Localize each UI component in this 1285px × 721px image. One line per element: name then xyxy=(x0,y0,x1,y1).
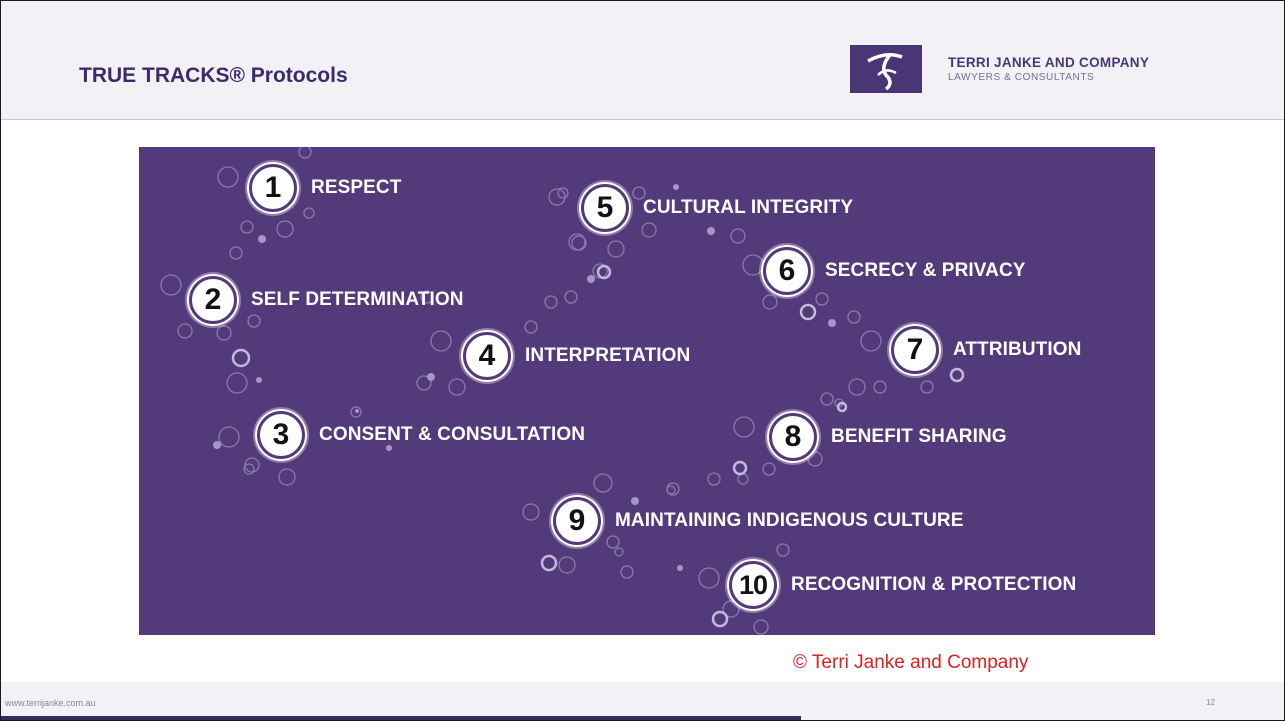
company-tagline: LAWYERS & CONSULTANTS xyxy=(948,72,1095,83)
footer-website-link[interactable]: www.terrijanke.com.au xyxy=(5,698,96,708)
page-number: 12 xyxy=(1206,698,1215,707)
protocol-label: SECRECY & PRIVACY xyxy=(825,260,1026,281)
protocol-item-9: 9 MAINTAINING INDIGENOUS CULTURE xyxy=(553,497,964,545)
protocol-label: RECOGNITION & PROTECTION xyxy=(791,574,1077,595)
protocol-number-badge: 4 xyxy=(463,332,511,380)
protocol-label: INTERPRETATION xyxy=(525,345,691,366)
protocol-item-1: 1 RESPECT xyxy=(249,164,401,212)
decorative-bubbles xyxy=(160,147,965,635)
protocol-label: CONSENT & CONSULTATION xyxy=(319,424,586,445)
protocol-item-8: 8 BENEFIT SHARING xyxy=(769,413,1007,461)
protocol-item-10: 10 RECOGNITION & PROTECTION xyxy=(729,561,1076,609)
copyright-notice: © Terri Janke and Company xyxy=(793,652,1029,673)
company-logo-icon xyxy=(850,45,922,93)
protocol-item-3: 3 CONSENT & CONSULTATION xyxy=(257,411,585,459)
slide-header xyxy=(1,1,1284,120)
protocol-label: ATTRIBUTION xyxy=(953,339,1082,360)
slide-title: TRUE TRACKS® Protocols xyxy=(79,64,348,87)
protocol-number-badge: 9 xyxy=(553,497,601,545)
company-name: TERRI JANKE AND COMPANY xyxy=(948,55,1150,70)
protocol-label: SELF DETERMINATION xyxy=(251,289,464,310)
protocol-label: CULTURAL INTEGRITY xyxy=(643,197,854,218)
protocol-item-7: 7 ATTRIBUTION xyxy=(891,326,1081,374)
protocol-number-badge: 3 xyxy=(257,411,305,459)
protocol-item-5: 5 CULTURAL INTEGRITY xyxy=(581,184,853,232)
protocol-number-badge: 8 xyxy=(769,413,817,461)
protocol-label: BENEFIT SHARING xyxy=(831,426,1007,447)
protocol-number-badge: 5 xyxy=(581,184,629,232)
protocol-number-badge: 10 xyxy=(729,561,777,609)
protocol-label: MAINTAINING INDIGENOUS CULTURE xyxy=(615,510,964,531)
footer-accent-bar xyxy=(1,716,801,720)
protocol-item-2: 2 SELF DETERMINATION xyxy=(189,276,464,324)
slide-footer xyxy=(1,682,1284,720)
protocols-panel: 1 RESPECT 2 SELF DETERMINATION 3 CONSENT… xyxy=(139,147,1155,635)
protocol-number-badge: 2 xyxy=(189,276,237,324)
protocol-item-4: 4 INTERPRETATION xyxy=(463,332,690,380)
protocol-number-badge: 6 xyxy=(763,247,811,295)
protocol-number-badge: 1 xyxy=(249,164,297,212)
protocol-item-6: 6 SECRECY & PRIVACY xyxy=(763,247,1026,295)
protocol-number-badge: 7 xyxy=(891,326,939,374)
protocol-label: RESPECT xyxy=(311,177,402,198)
